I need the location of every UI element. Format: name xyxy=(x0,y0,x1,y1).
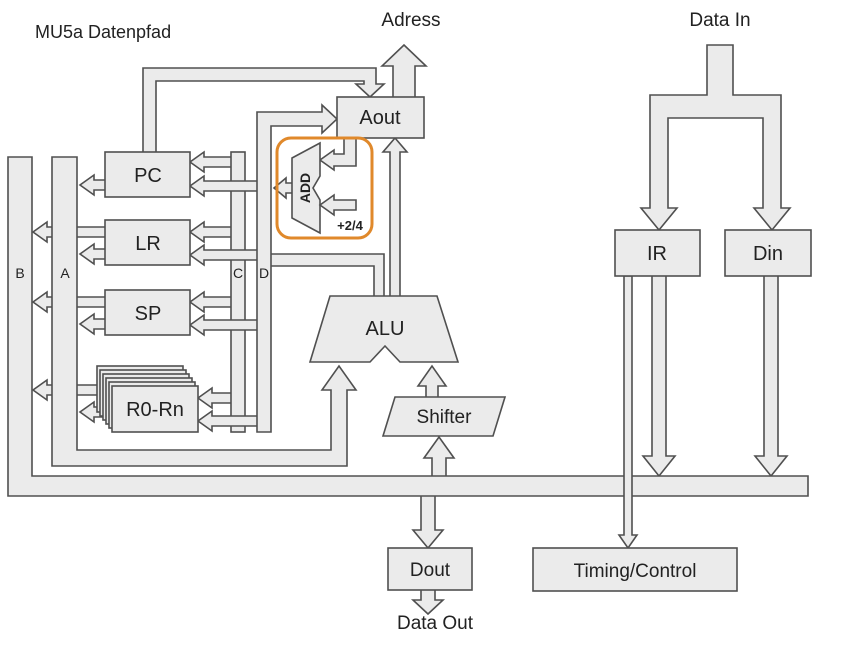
lr-label: LR xyxy=(135,233,161,255)
data-in-fork-arrow xyxy=(639,44,792,232)
adder-highlight xyxy=(275,136,374,240)
din-to-bus-arrow xyxy=(753,269,789,478)
ir-register xyxy=(614,229,701,277)
bus-d-to-registers-arrow xyxy=(196,409,265,433)
bus-d-to-pc-arrow xyxy=(188,174,265,198)
shifter-label: Shifter xyxy=(417,407,473,428)
bus-b xyxy=(7,156,809,497)
timing-control-label: Timing/Control xyxy=(574,561,697,582)
ir-to-bus-arrow xyxy=(641,269,677,478)
register-file-front xyxy=(111,385,199,433)
din-label: Din xyxy=(753,243,783,265)
dout-register xyxy=(387,547,473,591)
sp-register xyxy=(104,289,191,336)
bus-c-label: C xyxy=(233,265,243,281)
bus-b-label: B xyxy=(15,265,24,281)
alu-label: ALU xyxy=(366,318,405,340)
pc-to-aout-arrow xyxy=(142,67,387,161)
alu-unit xyxy=(308,295,460,363)
dout-label: Dout xyxy=(410,560,451,581)
din-register xyxy=(724,229,812,277)
adder-constant-label: +2/4 xyxy=(337,218,363,233)
aout-register xyxy=(336,96,425,139)
address-label: Adress xyxy=(381,10,440,31)
data-out-label: Data Out xyxy=(397,613,474,634)
diagram-title: MU5a Datenpfad xyxy=(35,22,171,42)
timing-control-unit xyxy=(532,547,738,592)
ir-label: IR xyxy=(647,243,667,265)
aout-label: Aout xyxy=(359,107,401,129)
bus-to-dout-arrow xyxy=(411,487,445,550)
data-in-label: Data In xyxy=(689,10,750,31)
bus-d-to-sp-arrow xyxy=(188,313,265,337)
alu-to-aout-arrow xyxy=(381,136,409,306)
ir-to-timing-control-line xyxy=(617,275,639,550)
bus-d-label: D xyxy=(259,265,269,281)
adder-constant-arrow xyxy=(318,193,357,217)
aout-to-adder-arrow xyxy=(318,131,357,172)
bus-a-label: A xyxy=(60,265,70,281)
pc-register xyxy=(104,151,191,198)
register-file-stack xyxy=(96,365,199,433)
adder-unit xyxy=(291,141,321,235)
shifter-unit xyxy=(381,396,507,437)
lr-register xyxy=(104,219,191,266)
aout-to-address-arrow xyxy=(380,43,428,106)
pc-label: PC xyxy=(134,165,162,187)
bus-a xyxy=(51,156,358,467)
registers-label: R0-Rn xyxy=(126,399,184,421)
bus-d xyxy=(256,103,339,433)
bus-d-to-lr-arrow xyxy=(188,243,265,267)
adder-label: ADD xyxy=(297,173,313,203)
sp-label: SP xyxy=(135,303,162,325)
bus-c xyxy=(230,151,246,433)
